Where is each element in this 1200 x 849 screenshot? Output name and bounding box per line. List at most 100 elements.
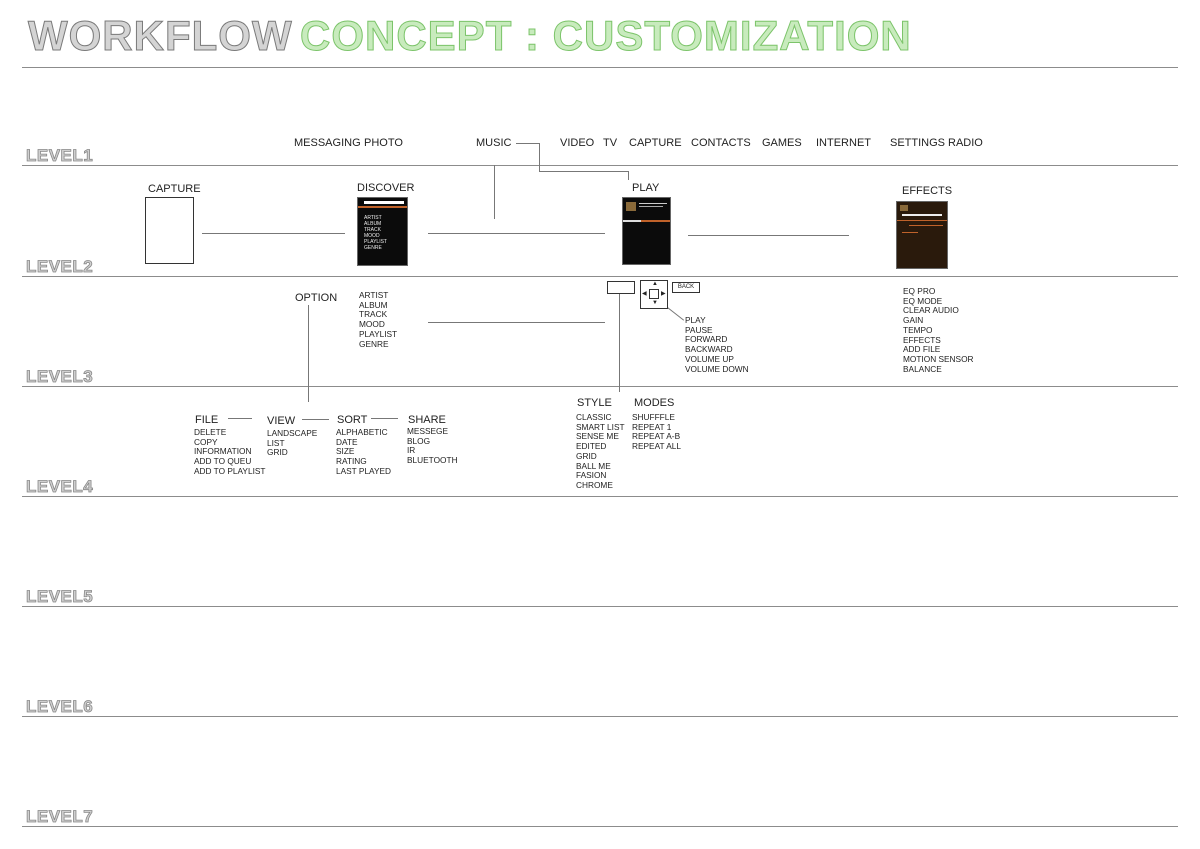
menu-messaging[interactable]: MESSAGING (294, 137, 361, 149)
list-item: PLAY (685, 315, 706, 325)
file-heading: FILE (195, 414, 219, 426)
arrow-left-icon: ◀ (642, 291, 647, 297)
connector (628, 171, 629, 180)
list-item: DATE (336, 436, 358, 447)
menu-video[interactable]: VIDEO (560, 137, 595, 149)
list-item: REPEAT 1 (632, 421, 672, 432)
list-item: BLUETOOTH (407, 455, 458, 466)
list-item: BACKWARD (685, 344, 733, 355)
connector (494, 165, 495, 219)
dpad-control[interactable]: ▲ ▼ ◀ ▶ (640, 280, 668, 309)
arrow-right-icon: ▶ (661, 291, 666, 297)
list-item: ARTIST (359, 290, 389, 300)
list-item: PAUSE (685, 324, 713, 335)
effect-slider (902, 232, 918, 233)
list-item: PLAYLIST (364, 239, 387, 245)
list-item: ADD TO QUEU (194, 456, 252, 467)
list-item: ALPHABETIC (336, 427, 388, 437)
list-item: TRACK (364, 227, 381, 233)
level6-divider (22, 716, 1178, 717)
list-item: REPEAT A-B (632, 431, 681, 442)
connector (428, 233, 605, 234)
list-item: COPY (194, 436, 218, 447)
connector (228, 418, 252, 419)
concept-subtitle: CONCEPT : CUSTOMIZATION (300, 12, 912, 60)
option-heading: OPTION (295, 292, 338, 304)
level1-divider (22, 165, 1178, 166)
list-item: CLEAR AUDIO (903, 305, 959, 316)
progress-bar (623, 220, 670, 222)
softkey-button[interactable] (607, 281, 635, 294)
list-item: REPEAT ALL (632, 441, 682, 452)
level2-label: LEVEL2 (26, 257, 94, 277)
list-item: ARTIST (364, 215, 382, 221)
track-info (639, 206, 663, 207)
menu-settings[interactable]: SETTINGS (890, 137, 946, 149)
list-item: EQ PRO (903, 286, 936, 296)
list-item: EQ MODE (903, 295, 943, 306)
list-item: CHROME (576, 479, 613, 490)
menu-radio[interactable]: RADIO (948, 137, 983, 149)
list-item: MOOD (364, 233, 380, 239)
list-item: MOOD (359, 319, 385, 330)
list-item: SENSE ME (576, 431, 619, 442)
list-item: FORWARD (685, 334, 728, 345)
list-item: VOLUME UP (685, 353, 734, 364)
connector (619, 293, 620, 392)
sort-heading: SORT (337, 414, 368, 426)
level5-label: LEVEL5 (26, 587, 94, 607)
list-item: GRID (576, 450, 597, 461)
list-item: GRID (267, 447, 288, 458)
album-art (626, 202, 636, 211)
list-item: BLOG (407, 435, 431, 446)
menu-internet[interactable]: INTERNET (816, 137, 871, 149)
level4-divider (22, 496, 1178, 497)
capture-heading: CAPTURE (148, 183, 201, 195)
menu-music[interactable]: MUSIC (476, 137, 512, 149)
list-item: EDITED (576, 441, 607, 452)
menu-games[interactable]: GAMES (762, 137, 802, 149)
accent-bar (358, 206, 407, 208)
effects-heading: EFFECTS (902, 185, 953, 197)
list-item: MESSEGE (407, 426, 449, 436)
list-item: SHUFFFLE (632, 412, 675, 422)
list-item: EFFECTS (903, 334, 941, 345)
header-divider (22, 67, 1178, 68)
list-item: RATING (336, 456, 367, 467)
list-item: ADD FILE (903, 344, 941, 355)
list-item: IR (407, 445, 416, 456)
level7-divider (22, 826, 1178, 827)
connector (688, 235, 849, 236)
list-item: GAIN (903, 315, 924, 326)
menu-contacts[interactable]: CONTACTS (691, 137, 751, 149)
effects-phone-screen (896, 201, 948, 269)
level4-label: LEVEL4 (26, 477, 94, 497)
list-item: LANDSCAPE (267, 428, 318, 438)
level3-label: LEVEL3 (26, 367, 94, 387)
list-item: SIZE (336, 446, 355, 457)
arrow-up-icon: ▲ (652, 281, 658, 287)
capture-screen-placeholder (145, 197, 194, 264)
view-heading: VIEW (267, 415, 296, 427)
menu-capture[interactable]: CAPTURE (629, 137, 682, 149)
list-item: ADD TO PLAYLIST (194, 465, 266, 476)
menu-photo[interactable]: PHOTO (364, 137, 403, 149)
effect-slider (909, 225, 943, 226)
menu-tv[interactable]: TV (603, 137, 618, 149)
workflow-title: WORKFLOW (28, 12, 293, 60)
connector (302, 419, 329, 420)
back-button[interactable]: BACK (672, 282, 700, 293)
level5-divider (22, 606, 1178, 607)
list-item: INFORMATION (194, 446, 252, 457)
connector (308, 305, 309, 402)
progress-fill (623, 220, 641, 222)
list-item: SMART LIST (576, 421, 625, 432)
list-item: ALBUM (364, 221, 382, 227)
